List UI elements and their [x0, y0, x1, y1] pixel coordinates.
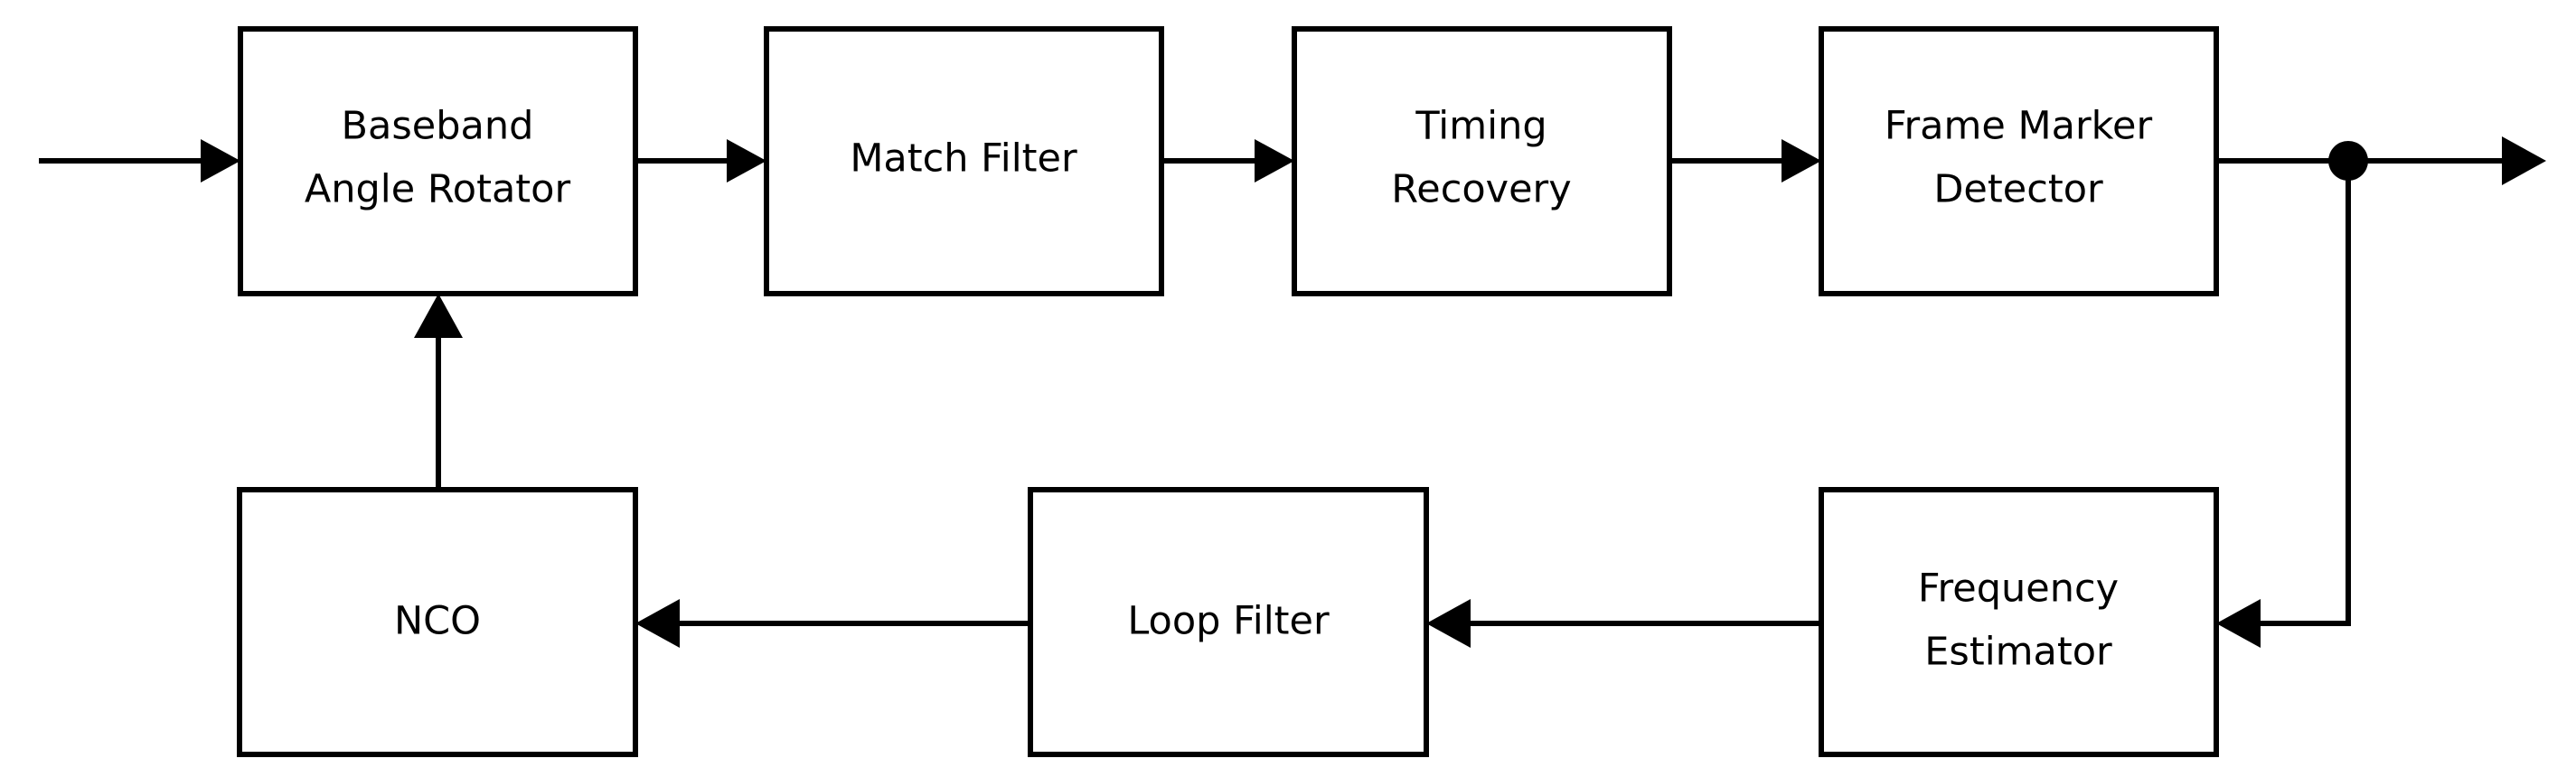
block-nco[interactable]: NCO: [237, 487, 638, 757]
block-label-frame-marker-detector-line2: Detector: [1933, 167, 2103, 212]
block-label-frequency-estimator-line2: Estimator: [1924, 630, 2112, 675]
connector-frequency-estimator-to-loop-filter: [1426, 599, 1821, 648]
block-timing-recovery[interactable]: Timing Recovery: [1292, 26, 1672, 296]
block-match-filter[interactable]: Match Filter: [764, 26, 1164, 296]
block-label-nco-line1: NCO: [394, 599, 481, 644]
block-label-baseband-angle-rotator-line2: Angle Rotator: [305, 167, 571, 212]
connector-nco-to-baseband: [414, 294, 463, 490]
connector-input-to-baseband: [39, 139, 240, 183]
connector-timing-recovery-to-frame-marker: [1669, 139, 1821, 183]
block-label-frame-marker-detector-line1: Frame Marker: [1885, 104, 2153, 149]
block-label-timing-recovery-line2: Recovery: [1391, 167, 1571, 212]
connector-tap-to-frequency-estimator: [2216, 161, 2351, 648]
block-frame-marker-detector[interactable]: Frame Marker Detector: [1819, 26, 2219, 296]
block-frequency-estimator[interactable]: Frequency Estimator: [1819, 487, 2219, 757]
block-label-match-filter-line1: Match Filter: [850, 136, 1077, 182]
block-baseband-angle-rotator[interactable]: Baseband Angle Rotator: [238, 26, 638, 296]
connector-frame-marker-to-output: [2216, 136, 2546, 185]
block-label-loop-filter-line1: Loop Filter: [1127, 599, 1330, 644]
block-label-timing-recovery-line1: Timing: [1415, 104, 1547, 149]
connector-baseband-to-match-filter: [635, 139, 766, 183]
block-loop-filter[interactable]: Loop Filter: [1028, 487, 1429, 757]
block-label-frequency-estimator-line1: Frequency: [1918, 566, 2119, 612]
connector-loop-filter-to-nco: [635, 599, 1030, 648]
output-tap-junction-dot: [2328, 141, 2368, 181]
block-label-baseband-angle-rotator-line1: Baseband: [342, 104, 534, 149]
connector-match-filter-to-timing-recovery: [1161, 139, 1294, 183]
